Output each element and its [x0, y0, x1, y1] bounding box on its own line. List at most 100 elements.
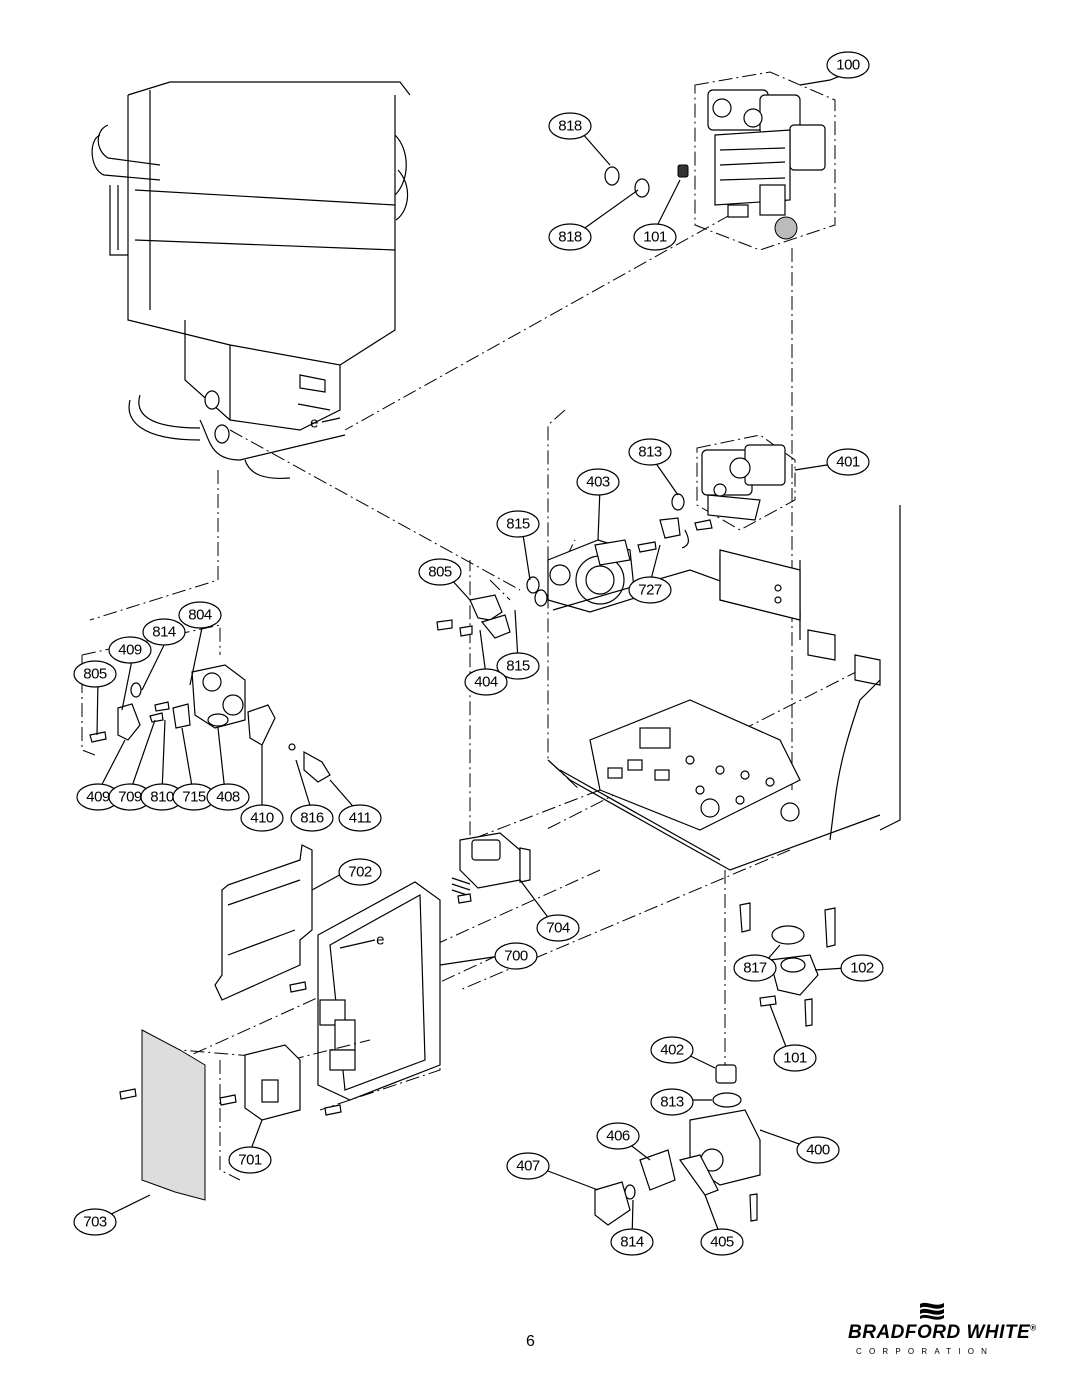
svg-text:704: 704 [546, 920, 570, 937]
svg-text:101: 101 [643, 229, 667, 246]
callout-409-lower: 409 [76, 783, 120, 811]
cabinet-chassis [547, 505, 901, 871]
callout-701: 701 [228, 1146, 272, 1174]
bracket-702 [214, 844, 313, 1001]
svg-text:403: 403 [586, 474, 610, 491]
callout-406: 406 [596, 1122, 640, 1150]
callout-101-upper: 101 [633, 223, 677, 251]
callout-100: 100 [826, 51, 870, 79]
flow-arrow-mark-upper: e [310, 415, 318, 432]
callout-805-left: 805 [73, 660, 117, 688]
svg-text:814: 814 [620, 1234, 644, 1251]
callout-814-left: 814 [142, 618, 186, 646]
callout-813-lower: 813 [650, 1088, 694, 1116]
callout-408: 408 [206, 783, 250, 811]
callout-101-lower: 101 [773, 1044, 817, 1072]
callout-402: 402 [650, 1036, 694, 1064]
callout-815-upper: 815 [496, 510, 540, 538]
callout-804: 804 [178, 601, 222, 629]
svg-text:703: 703 [83, 1214, 107, 1231]
svg-text:407: 407 [516, 1158, 540, 1175]
callout-404: 404 [464, 668, 508, 696]
inlet-fitting-102 [739, 902, 836, 1027]
dashed-leader-lines [89, 214, 861, 1111]
brand-name: BRADFORD WHITE® [848, 1322, 1037, 1344]
callout-700: 700 [494, 942, 538, 970]
svg-text:814: 814 [152, 624, 176, 641]
svg-text:727: 727 [638, 582, 662, 599]
callout-715: 715 [172, 783, 216, 811]
heat-exchanger: e [91, 81, 411, 480]
svg-text:408: 408 [216, 789, 240, 806]
callout-817: 817 [733, 954, 777, 982]
callout-813-upper: 813 [628, 438, 672, 466]
callout-400: 400 [796, 1136, 840, 1164]
svg-text:406: 406 [606, 1128, 630, 1145]
svg-text:405: 405 [710, 1234, 734, 1251]
page-number: 6 [526, 1333, 535, 1350]
svg-text:411: 411 [349, 810, 372, 827]
callout-805-upper: 805 [418, 558, 462, 586]
svg-text:700: 700 [504, 948, 528, 965]
svg-text:804: 804 [188, 607, 212, 624]
svg-text:702: 702 [348, 864, 372, 881]
gas-valve-assembly-100 [604, 71, 836, 251]
svg-text:409: 409 [118, 642, 142, 659]
brand-subtitle: CORPORATION [856, 1347, 995, 1356]
brand-registered-mark: ® [1030, 1323, 1037, 1333]
svg-text:701: 701 [238, 1152, 262, 1169]
svg-text:813: 813 [638, 444, 662, 461]
callout-814-lower: 814 [610, 1228, 654, 1256]
callout-704: 704 [536, 914, 580, 942]
callout-810: 810 [140, 783, 184, 811]
brackets-404 [436, 594, 511, 639]
bradford-white-flag-logo-icon [920, 1302, 944, 1320]
water-valve-group-408 [81, 624, 331, 783]
relay-box-701 [219, 1039, 371, 1181]
callout-409-upper: 409 [108, 636, 152, 664]
callout-102: 102 [840, 954, 884, 982]
svg-text:102: 102 [850, 960, 874, 977]
gas-valve-401 [637, 434, 796, 553]
svg-text:709: 709 [118, 789, 142, 806]
brand-name-text: BRADFORD WHITE [848, 1322, 1031, 1343]
transformer-704 [451, 832, 531, 904]
svg-text:404: 404 [474, 674, 498, 691]
svg-text:813: 813 [660, 1094, 684, 1111]
svg-text:805: 805 [83, 666, 107, 683]
callout-411: 411 [338, 804, 382, 832]
svg-text:402: 402 [660, 1042, 684, 1059]
svg-text:409: 409 [86, 789, 110, 806]
callout-818-lower: 818 [548, 223, 592, 251]
svg-text:401: 401 [836, 454, 860, 471]
svg-text:715: 715 [182, 789, 206, 806]
callout-815-lower: 815 [496, 652, 540, 680]
svg-text:100: 100 [836, 57, 860, 74]
svg-text:816: 816 [300, 810, 324, 827]
svg-text:815: 815 [506, 658, 530, 675]
svg-text:410: 410 [250, 810, 274, 827]
callout-407: 407 [506, 1152, 550, 1180]
callout-816: 816 [290, 804, 334, 832]
svg-text:400: 400 [806, 1142, 830, 1159]
callout-727: 727 [628, 576, 672, 604]
callout-405: 405 [700, 1228, 744, 1256]
callout-403: 403 [576, 468, 620, 496]
combustion-blower-403 [526, 539, 636, 613]
callout-818-upper: 818 [548, 112, 592, 140]
svg-text:815: 815 [506, 516, 530, 533]
svg-text:810: 810 [150, 789, 174, 806]
flow-arrow-mark-control: e [376, 932, 384, 949]
callout-702: 702 [338, 858, 382, 886]
svg-text:818: 818 [558, 118, 582, 135]
svg-text:805: 805 [428, 564, 452, 581]
cover-703 [119, 1029, 206, 1201]
callout-401: 401 [826, 448, 870, 476]
svg-text:818: 818 [558, 229, 582, 246]
callout-410: 410 [240, 804, 284, 832]
svg-text:101: 101 [783, 1050, 807, 1067]
svg-text:817: 817 [743, 960, 767, 977]
label-leaders [94, 64, 869, 1241]
water-valve-400 [594, 1064, 761, 1226]
